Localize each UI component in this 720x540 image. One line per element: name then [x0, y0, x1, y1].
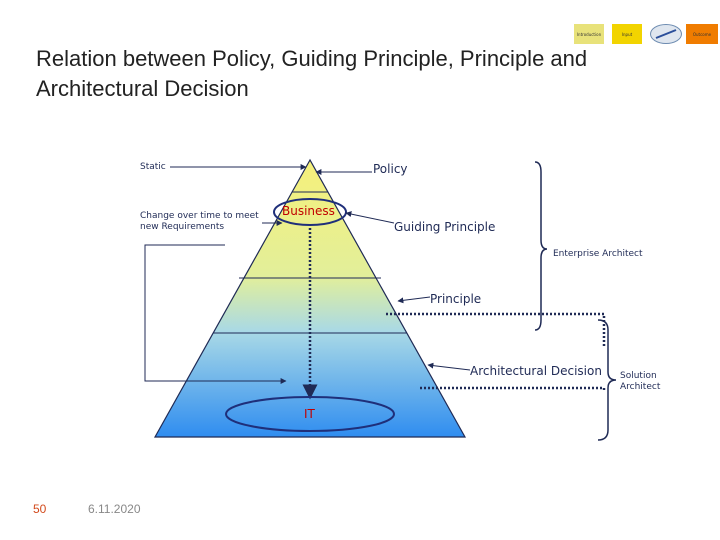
decision-dotted-connector: [420, 386, 606, 392]
pen-icon: [655, 29, 677, 39]
pyramid: [153, 158, 467, 438]
enterprise-architect-label: Enterprise Architect: [553, 249, 643, 259]
guiding-principle-label: Guiding Principle: [394, 220, 496, 234]
nav-step-introduction[interactable]: Introduction: [574, 24, 604, 44]
policy-label: Policy: [373, 162, 408, 176]
nav-step-outcome[interactable]: Outcome: [686, 24, 718, 44]
principle-dotted-connector: [386, 312, 606, 347]
architectural-decision-pointer: [427, 362, 471, 371]
guiding-principle-pointer: [345, 211, 395, 224]
page-number: 50: [33, 502, 47, 516]
slide-date: 6.11.2020: [88, 502, 141, 516]
nav-step-input[interactable]: Input: [612, 24, 642, 44]
nav-step-current[interactable]: [650, 24, 682, 44]
static-label: Static: [140, 162, 166, 172]
architectural-decision-label: Architectural Decision: [470, 364, 602, 378]
enterprise-architect-brace: [534, 161, 548, 331]
it-label: IT: [304, 407, 315, 421]
feedback-arrow: [144, 244, 287, 384]
solution-architect-brace: [597, 319, 617, 441]
change-over-time-label: Change over time to meet new Requirement…: [140, 211, 259, 232]
it-ellipse: [225, 396, 395, 432]
principle-pointer: [397, 296, 431, 304]
page-title: Relation between Policy, Guiding Princip…: [36, 46, 588, 101]
solution-architect-label: Solution Architect: [620, 371, 661, 392]
principle-label: Principle: [430, 292, 482, 306]
business-label: Business: [282, 204, 335, 218]
